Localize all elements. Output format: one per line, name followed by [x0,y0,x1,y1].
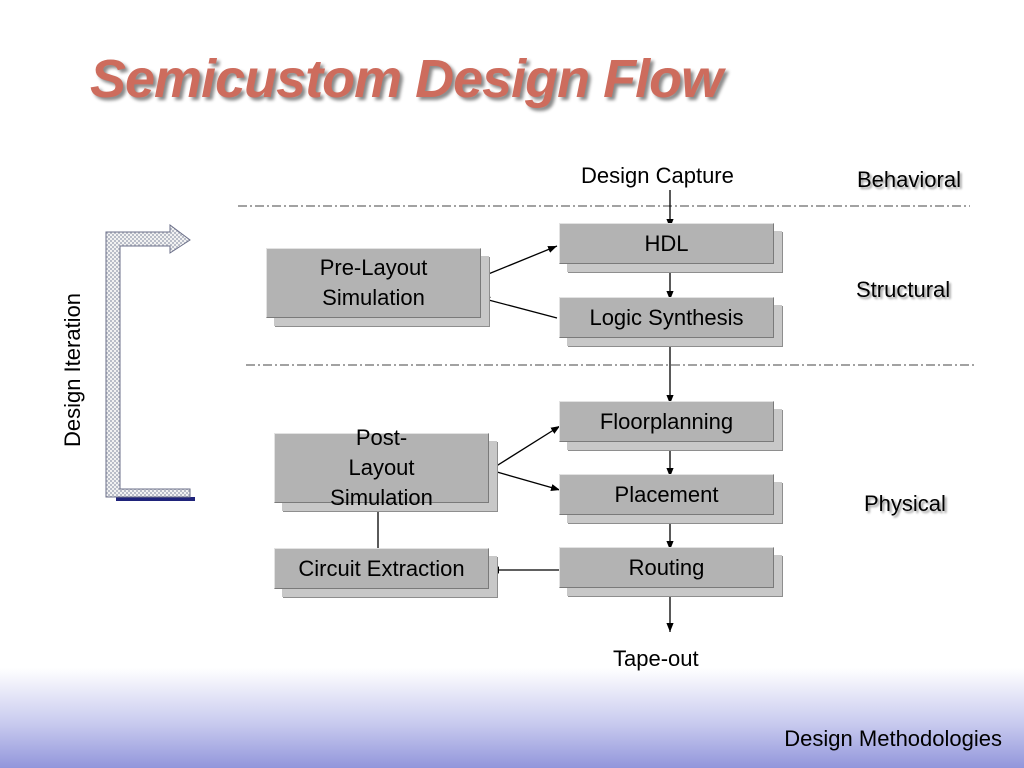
arrow-postlayout-to-floorplanning [489,425,561,471]
level-behavioral: Behavioral [857,167,961,192]
box-routing: Routing [559,547,774,588]
box-post-layout-simulation: Post-Layout Simulation [274,425,489,510]
tape-out-label: Tape-out [613,646,699,671]
footer-gradient-band [0,668,1024,768]
box-circuit-extraction: Circuit Extraction [274,548,489,589]
arrow-prelayout-to-hdl [480,245,558,278]
box-pre-layout-simulation: Pre-Layout Simulation [266,248,481,318]
box-floorplanning: Floorplanning [559,401,774,442]
arrow-synthesis-to-prelayout [480,296,558,319]
design-capture-label: Design Capture [581,163,734,188]
footer-text: Design Methodologies [784,726,1002,751]
design-iteration-label: Design Iteration [60,292,85,448]
box-hdl: HDL [559,223,774,264]
box-placement: Placement [559,474,774,515]
box-logic-synthesis: Logic Synthesis [559,297,774,338]
arrow-postlayout-to-placement [489,469,561,491]
slide-title: Semicustom Design Flow [90,49,723,109]
level-structural: Structural [856,277,951,302]
level-physical: Physical [864,491,946,516]
design-iteration-arrow-icon [105,224,195,501]
